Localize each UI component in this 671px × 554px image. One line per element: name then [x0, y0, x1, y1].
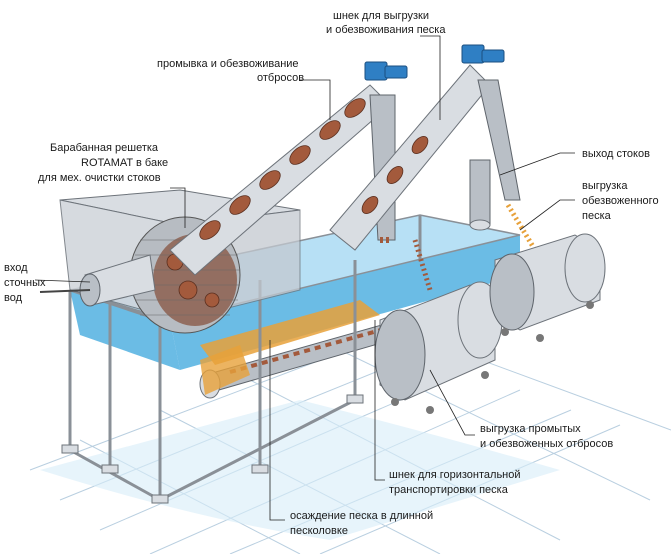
support-frame	[61, 215, 422, 504]
label-drum-line1: Барабанная решетка	[50, 142, 159, 154]
label-settle-line1: осаждение песка в длинной	[290, 510, 433, 522]
label-screw-unload-line1: шнек для выгрузки	[333, 10, 429, 22]
leader-lines	[34, 35, 575, 521]
label-screw-unload-line2: и обезвоживания песка	[326, 24, 446, 36]
label-settle-line2: песколовке	[290, 525, 348, 537]
label-wash-line1: промывка и обезвоживание	[157, 58, 299, 70]
sand-container	[489, 233, 606, 342]
label-inlet-line2: сточных	[4, 277, 46, 289]
label-sand-out-line2: обезвоженного	[582, 195, 659, 207]
label-waste-out-line1: выгрузка промытых	[480, 423, 581, 435]
label-sand-out-line1: выгрузка	[582, 180, 628, 192]
label-hscrew-line1: шнек для горизонтальной	[389, 469, 521, 481]
sand-unloading-screw	[329, 44, 538, 291]
label-hscrew-line2: транспортировки песка	[389, 484, 509, 496]
labels: шнек для выгрузки и обезвоживания песка …	[4, 10, 659, 537]
outlet-pipe	[469, 159, 491, 231]
label-drum-line3: для мех. очистки стоков	[38, 172, 161, 184]
label-inlet-line1: вход	[4, 262, 28, 274]
label-drum-line2: ROTAMAT в баке	[81, 157, 168, 169]
label-outlet: выход стоков	[582, 148, 650, 160]
label-inlet-line3: вод	[4, 292, 23, 304]
label-waste-out-line2: и обезвоженных отбросов	[480, 438, 613, 450]
label-wash-line2: отбросов	[257, 72, 304, 84]
label-sand-out-line3: песка	[582, 210, 612, 222]
inlet-pipe	[39, 254, 156, 307]
